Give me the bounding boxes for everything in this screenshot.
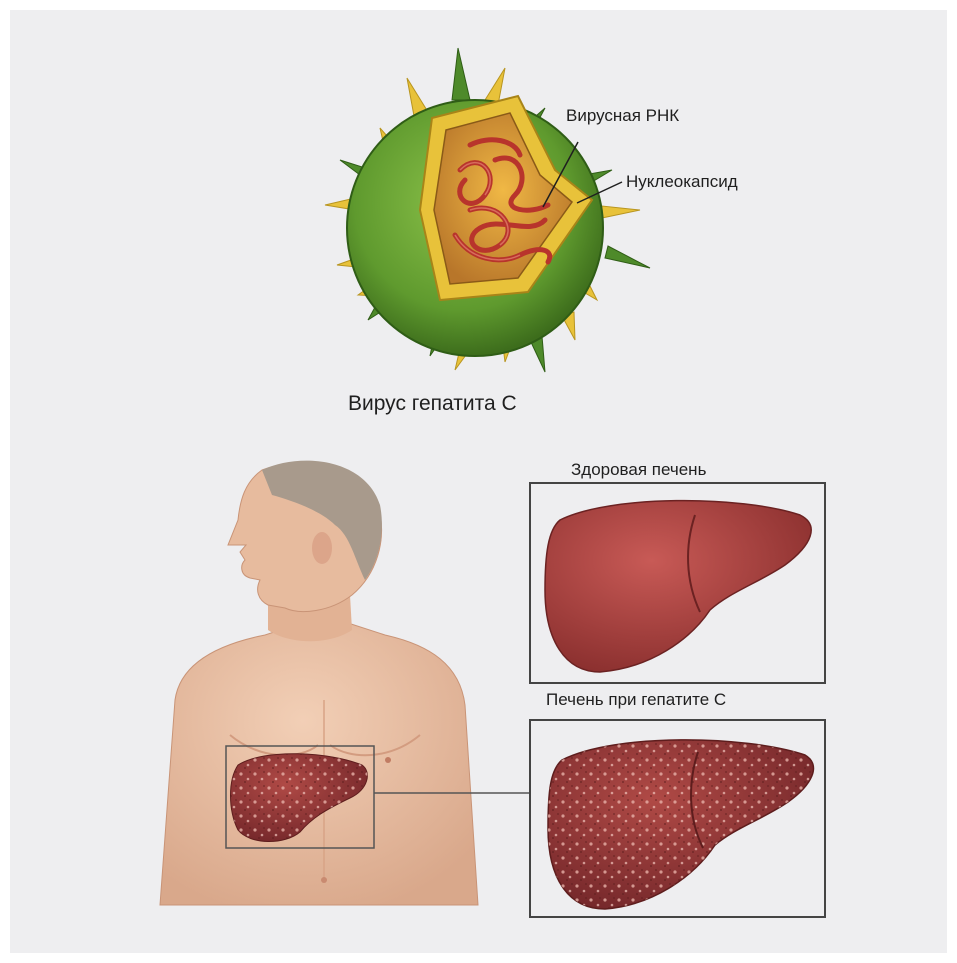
- human-torso-figure: [160, 461, 478, 905]
- label-liver-hepatitis-c: Печень при гепатите С: [546, 690, 726, 710]
- label-virus-title: Вирус гепатита С: [348, 392, 517, 416]
- label-viral-rna: Вирусная РНК: [566, 106, 679, 126]
- label-healthy-liver: Здоровая печень: [571, 460, 706, 480]
- label-nucleocapsid: Нуклеокапсид: [626, 172, 738, 192]
